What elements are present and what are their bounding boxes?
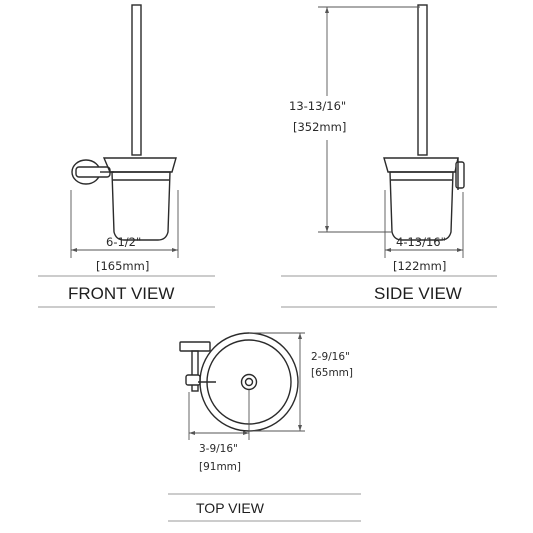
top-view: 2-9/16" [65mm] 3-9/16" [91mm] TOP VIEW	[168, 332, 361, 522]
side-height-fraction: 13-13/16"	[289, 99, 346, 113]
top-offset-dimension: 3-9/16" [91mm]	[188, 390, 250, 473]
front-brush-handle	[131, 4, 142, 156]
side-cup	[389, 171, 454, 241]
top-offset-metric: [91mm]	[199, 461, 241, 473]
side-depth-metric: [122mm]	[393, 259, 446, 273]
top-projection-metric: [65mm]	[311, 367, 353, 379]
side-brush-handle	[417, 4, 428, 156]
front-width-metric: [165mm]	[96, 259, 149, 273]
side-depth-dimension: 4-13/16" [122mm]	[384, 190, 464, 273]
side-view: 13-13/16" [352mm] 4-13/16" [122mm] SIDE …	[281, 4, 497, 308]
side-holder-ring	[383, 157, 459, 173]
side-depth-fraction: 4-13/16"	[396, 235, 446, 249]
side-wall-bracket	[455, 158, 465, 190]
front-width-dimension: 6-1/2" [165mm]	[70, 190, 179, 273]
top-brush-handle	[240, 373, 258, 391]
front-view: 6-1/2" [165mm] FRONT VIEW	[38, 4, 215, 308]
top-view-title: TOP VIEW	[196, 500, 265, 516]
front-wall-mount	[71, 159, 114, 185]
front-view-title: FRONT VIEW	[68, 284, 174, 303]
top-projection-fraction: 2-9/16"	[311, 351, 350, 363]
front-width-fraction: 6-1/2"	[106, 235, 141, 249]
side-height-metric: [352mm]	[293, 120, 346, 134]
front-cup	[111, 171, 171, 241]
side-height-dimension: 13-13/16" [352mm]	[285, 6, 420, 233]
top-projection-dimension: 2-9/16" [65mm]	[249, 332, 353, 432]
top-offset-fraction: 3-9/16"	[199, 443, 238, 455]
top-wall-plate	[179, 341, 211, 392]
side-view-title: SIDE VIEW	[374, 284, 462, 303]
front-holder-ring	[102, 157, 177, 173]
